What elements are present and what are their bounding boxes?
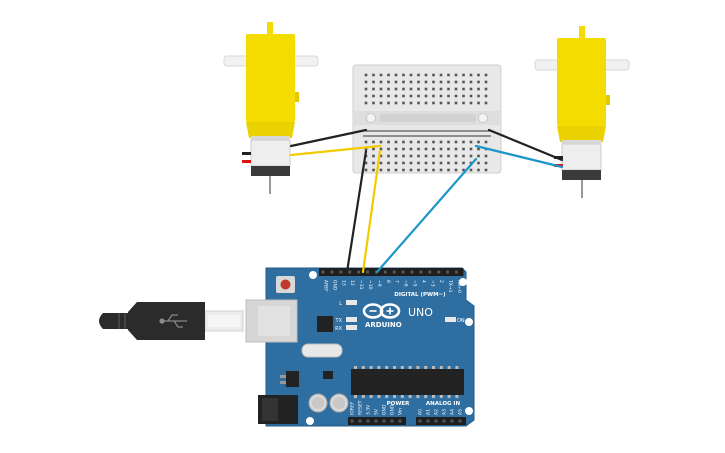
pin-label: A3 [442, 409, 448, 415]
led-tx-label: TX [335, 318, 343, 324]
analog-header-label: ANALOG IN [426, 401, 461, 407]
wire-black-gnd[interactable] [345, 149, 368, 274]
usb-cable[interactable] [99, 302, 244, 340]
wire-black-right-motor[interactable] [487, 128, 564, 162]
pin-label: ~3 [429, 280, 435, 287]
pin-label: ~11 [358, 280, 364, 290]
pin-label: 12 [349, 280, 355, 286]
pin-label: A1 [426, 409, 432, 415]
pin-label: Vin [398, 408, 404, 415]
atmega-chip [351, 369, 464, 395]
pin-label: ~9 [376, 280, 382, 287]
power-header [348, 417, 406, 425]
pin-label: AREF [323, 280, 329, 292]
pin-label: ~6 [403, 280, 409, 287]
pin-label: 3.3V [366, 404, 372, 415]
wires [289, 128, 564, 274]
pin-label: A4 [450, 409, 456, 415]
pin-label: TX→1 [447, 279, 453, 293]
wire-yellow-pin12[interactable] [361, 149, 382, 274]
digital-header-label: DIGITAL (PWM~) [394, 292, 446, 298]
left-motor[interactable] [223, 22, 319, 194]
led-l [346, 300, 357, 305]
right-motor[interactable] [534, 26, 630, 198]
right-motor-can [561, 143, 602, 171]
model-label: UNO [408, 306, 433, 319]
crystal [301, 343, 343, 358]
pin-label: GND [382, 404, 388, 415]
pin-label: 13 [340, 280, 346, 286]
pin-label: A0 [418, 409, 424, 415]
pin-label: 8 [385, 280, 391, 283]
digital-header [319, 268, 464, 276]
pin-label: A2 [434, 409, 440, 415]
right-motor-gearbox [557, 38, 606, 126]
pin-label: GND [331, 280, 337, 291]
brand-label: ARDUINO [365, 321, 402, 329]
breadboard-holes [364, 73, 488, 172]
pin-label: 2 [438, 280, 444, 283]
left-motor-can [250, 139, 291, 167]
pin-label: 4 [420, 280, 426, 283]
led-tx [346, 317, 357, 322]
arduino-uno-board[interactable]: L TX RX ON ARDUINO UNO DIGITAL (PWM~) PO… [245, 267, 475, 427]
pin-label: A5 [458, 409, 464, 415]
pin-label: ~10 [367, 280, 373, 290]
led-on [445, 317, 456, 322]
wire-blue-right-motor[interactable] [474, 144, 564, 169]
led-l-label: L [339, 301, 342, 307]
wire-yellow-left-motor[interactable] [289, 144, 382, 157]
usb-chip [317, 316, 333, 332]
led-rx [346, 325, 357, 330]
wire-blue-pin11[interactable] [375, 157, 478, 274]
pin-label: IOREF [350, 401, 356, 415]
pin-label: GND [390, 404, 396, 415]
arduino-logo [362, 303, 401, 319]
wire-black-left-motor[interactable] [289, 128, 368, 148]
pin-label: 5V [374, 408, 380, 415]
usb-icon [159, 314, 187, 328]
pin-label: RESET [358, 400, 364, 415]
pin-label: ~5 [412, 280, 418, 287]
ic-pins [354, 366, 459, 398]
power-header-label: POWER [387, 401, 411, 407]
breadboard[interactable] [352, 64, 502, 174]
on-label: ON [457, 318, 465, 324]
pin-label: 7 [394, 280, 400, 283]
analog-header [416, 417, 466, 425]
pin-label: RX←0 [456, 280, 462, 293]
led-rx-label: RX [335, 326, 342, 332]
left-motor-gearbox [246, 34, 295, 122]
